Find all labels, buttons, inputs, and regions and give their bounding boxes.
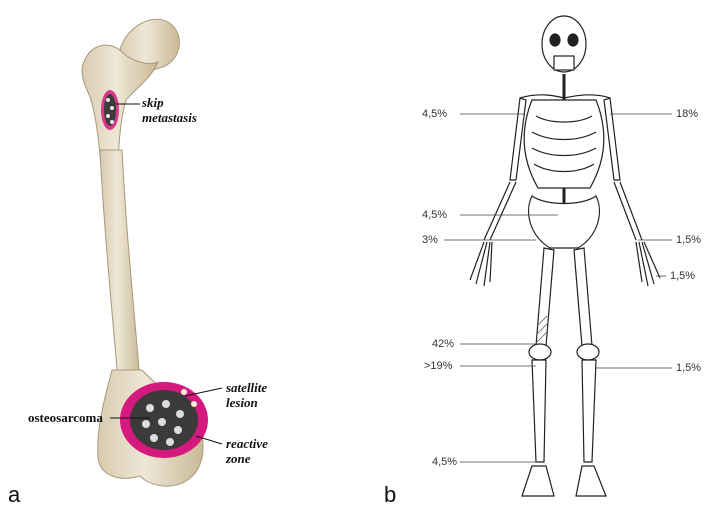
pct-right-shoulder: 18% [676,108,698,120]
panel-letter-a: a [8,484,20,506]
reactive-zone-label: reactive zone [226,436,268,466]
pct-right-hand: 1,5% [670,270,695,282]
left-hand [470,242,492,286]
right-tibia [582,360,596,462]
skip-metastasis-label: skip metastasis [142,95,197,125]
right-humerus [604,98,620,180]
right-femur [574,248,592,346]
pct-left-ankle: 4,5% [432,456,457,468]
pct-left-pelvis: 3% [422,234,438,246]
panel-letter-b: b [384,484,396,506]
pct-left-distal-femur: 42% [432,338,454,350]
left-femur [536,248,554,346]
skip-metastasis-lesion [101,90,119,130]
pct-right-wrist: 1,5% [676,234,701,246]
pelvis [529,196,600,248]
panel-b-skeleton-illustration: 4,5% 18% 4,5% 3% 1,5% 1,5% 42% >19% 1,5%… [360,0,713,510]
femur-drawing [0,0,360,510]
pct-left-shoulder: 4,5% [422,108,447,120]
left-foot [522,466,554,496]
panel-a-femur-illustration: skip metastasis satellite lesion osteosa… [0,0,360,510]
satellite-lesion-label: satellite lesion [226,380,267,410]
skeleton-drawing [360,0,713,510]
right-foot [576,466,606,496]
femur-shaft [100,150,140,380]
pct-right-knee: 1,5% [676,362,701,374]
pct-left-proximal-tibia: >19% [424,360,452,372]
osteosarcoma-label: osteosarcoma [28,410,103,425]
ribcage [524,100,603,188]
pct-left-spine: 4,5% [422,209,447,221]
left-tibia [532,360,546,462]
right-hand [636,242,660,286]
